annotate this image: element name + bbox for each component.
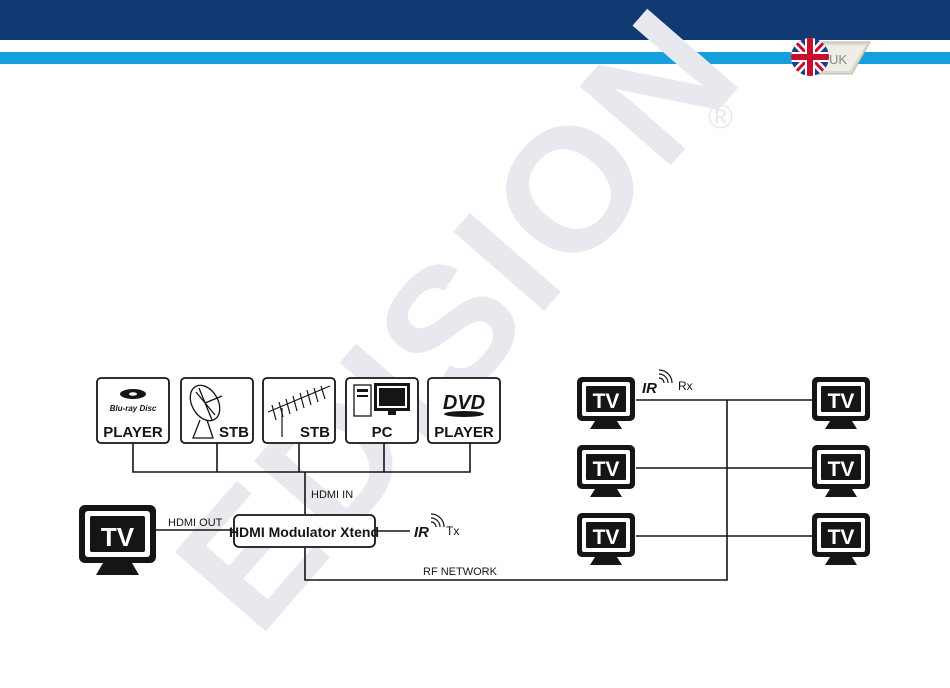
hdmi-modulator: HDMI Modulator Xtend bbox=[229, 515, 379, 547]
ir-tx-label: Tx bbox=[446, 524, 459, 538]
source-dvd-player: DVD PLAYER bbox=[428, 378, 500, 443]
source-label: STB bbox=[300, 424, 330, 441]
tv-label: TV bbox=[828, 390, 855, 413]
source-bluray-player: Blu-ray Disc PLAYER bbox=[97, 378, 169, 443]
hdmi-in-label: HDMI IN bbox=[311, 489, 353, 501]
bluray-logo-text: Blu-ray Disc bbox=[110, 404, 157, 413]
source-antenna-stb: STB bbox=[263, 378, 335, 443]
tv-label: TV bbox=[593, 390, 620, 413]
tv-left-1: TV bbox=[577, 377, 635, 429]
hdmi-out-label: HDMI OUT bbox=[168, 517, 223, 529]
ir-rx-label: Rx bbox=[678, 379, 693, 393]
ir-receiver: IR Rx bbox=[642, 370, 693, 397]
tv-right-3: TV bbox=[812, 513, 870, 565]
ir-rx-mark: IR bbox=[642, 380, 657, 397]
source-label: PLAYER bbox=[434, 424, 494, 441]
dvd-icon: DVD bbox=[443, 392, 485, 417]
tv-label: TV bbox=[593, 458, 620, 481]
rf-network-label: RF NETWORK bbox=[423, 566, 498, 578]
tv-right-2: TV bbox=[812, 445, 870, 497]
tv-left-2: TV bbox=[577, 445, 635, 497]
source-label: STB bbox=[219, 424, 249, 441]
tv-right-1: TV bbox=[812, 377, 870, 429]
tv-label: TV bbox=[101, 522, 135, 552]
main-tv: TV bbox=[79, 505, 156, 575]
modulator-label: HDMI Modulator Xtend bbox=[229, 524, 379, 540]
ir-tx-mark: IR bbox=[414, 524, 429, 541]
source-label: PC bbox=[372, 424, 393, 441]
tv-left-3: TV bbox=[577, 513, 635, 565]
tv-label: TV bbox=[828, 458, 855, 481]
tv-label: TV bbox=[593, 526, 620, 549]
source-pc: PC bbox=[346, 378, 418, 443]
ir-transmitter: IR Tx bbox=[414, 514, 459, 541]
dvd-logo-text: DVD bbox=[443, 392, 485, 414]
source-label: PLAYER bbox=[103, 424, 163, 441]
source-satellite-stb: STB bbox=[181, 378, 253, 443]
tv-label: TV bbox=[828, 526, 855, 549]
